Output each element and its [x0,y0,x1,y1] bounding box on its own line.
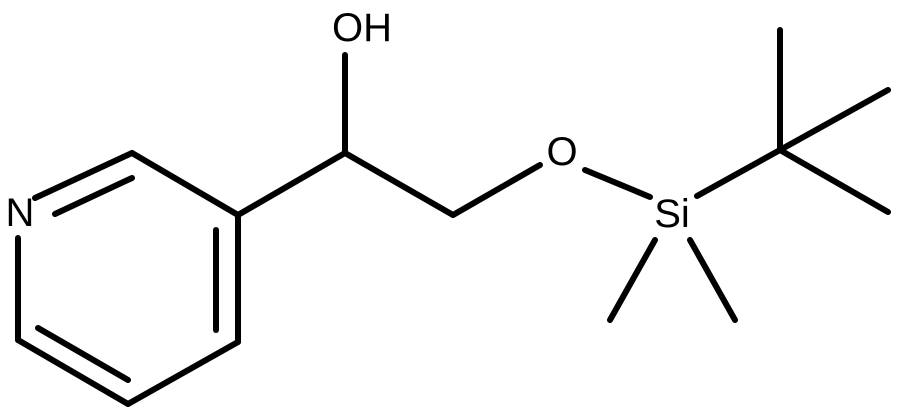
bond-c4-c5 [125,339,241,407]
silicon-label: Si [654,192,690,236]
bond-tbu-me-right [777,87,891,153]
bond-si-tbu [694,147,783,199]
bond-si-me-left [607,237,658,323]
bond-n-c2 [32,150,135,201]
bond-carbinol-ch2 [342,150,456,218]
side-chain [235,52,653,218]
bond-o-si [582,167,653,200]
hydroxyl-label: OH [332,6,392,50]
bond-c2-c3 [129,150,241,218]
bond-tbu-me-down [777,147,891,215]
silyl-group [607,27,891,323]
bond-c5-c6-inner [35,325,131,383]
pyridine-nitrogen-label: N [6,191,35,235]
bond-ring-carbinol [235,150,348,218]
bond-ch2-o [450,162,543,218]
pyridine-ring [15,150,241,407]
ether-oxygen-label: O [546,130,577,174]
bond-c5-c6 [15,337,131,407]
bond-si-me-right [687,237,738,323]
bond-n-c2-inner [52,175,135,217]
